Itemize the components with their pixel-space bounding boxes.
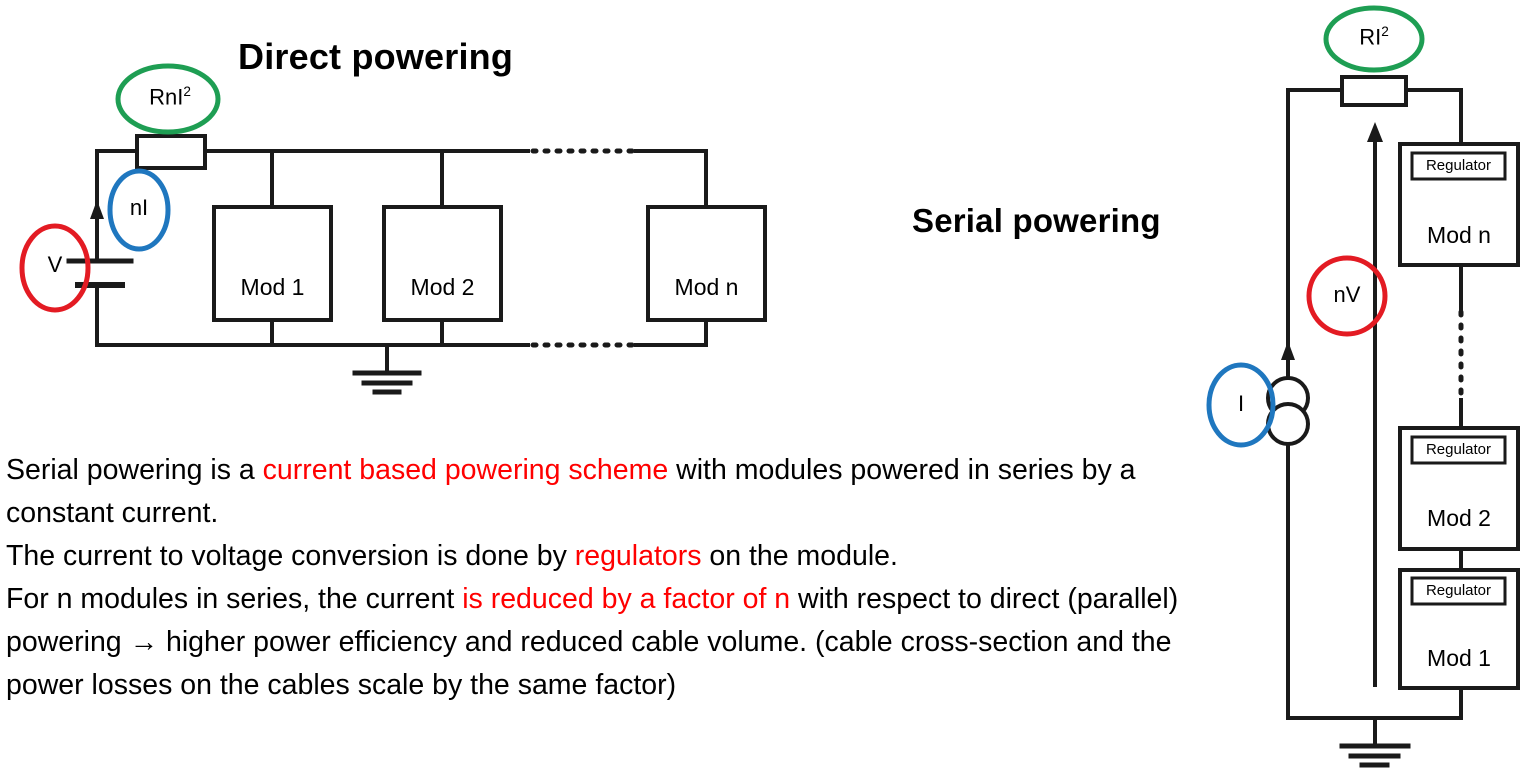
resistor-icon-serial [1340, 75, 1408, 107]
text-run: The current to voltage conversion is don… [6, 540, 575, 572]
text-run: with respect to direct (parallel) poweri… [6, 583, 1179, 701]
current-arrow-icon-direct [90, 200, 104, 219]
label-nv: nV [1333, 282, 1361, 307]
regulator-label-mod2: Regulator [1425, 441, 1492, 458]
label-ri2: RI2 [1359, 24, 1389, 50]
text-run: Serial powering is a [6, 454, 263, 486]
highlighted-text-run: is reduced by a factor of n [462, 583, 791, 615]
current-source-circle-top [1266, 376, 1310, 420]
direct-powering-title: Direct powering [238, 36, 514, 77]
regulator-label-modn: Regulator [1425, 157, 1492, 174]
module-label-modn: Mod n [674, 274, 739, 300]
regulator-label-mod1: Regulator [1425, 582, 1492, 599]
highlighted-text-run: current based powering scheme [262, 454, 669, 486]
label-ni: nI [129, 195, 149, 220]
text-run: on the module. [701, 540, 898, 572]
label-rni2: RnI2 [149, 84, 191, 110]
resistor-icon-direct [135, 134, 207, 170]
module-label-mod2: Mod 2 [410, 274, 475, 300]
serial-powering-title: Serial powering [912, 202, 1161, 239]
text-run: with modules powered in series by a cons… [6, 454, 1136, 529]
module-label-serial-mod2: Mod 2 [1427, 505, 1491, 531]
module-label-serial-mod1: Mod 1 [1427, 645, 1491, 671]
label-v: V [47, 252, 63, 277]
current-arrow-icon-serial [1281, 341, 1295, 360]
highlighted-text-run: regulators [574, 540, 702, 572]
module-box-modn [646, 205, 767, 322]
text-run: For n modules in series, the current [6, 583, 463, 615]
label-i: I [1237, 391, 1245, 416]
module-label-serial-modn: Mod n [1427, 222, 1491, 248]
body-paragraph: Serial powering is a current based power… [6, 449, 1186, 707]
voltage-arrow-icon-serial [1367, 122, 1383, 142]
current-source-circle-bottom [1266, 402, 1310, 446]
module-box-mod1 [212, 205, 333, 322]
module-box-mod2 [382, 205, 503, 322]
module-label-mod1: Mod 1 [240, 274, 305, 300]
